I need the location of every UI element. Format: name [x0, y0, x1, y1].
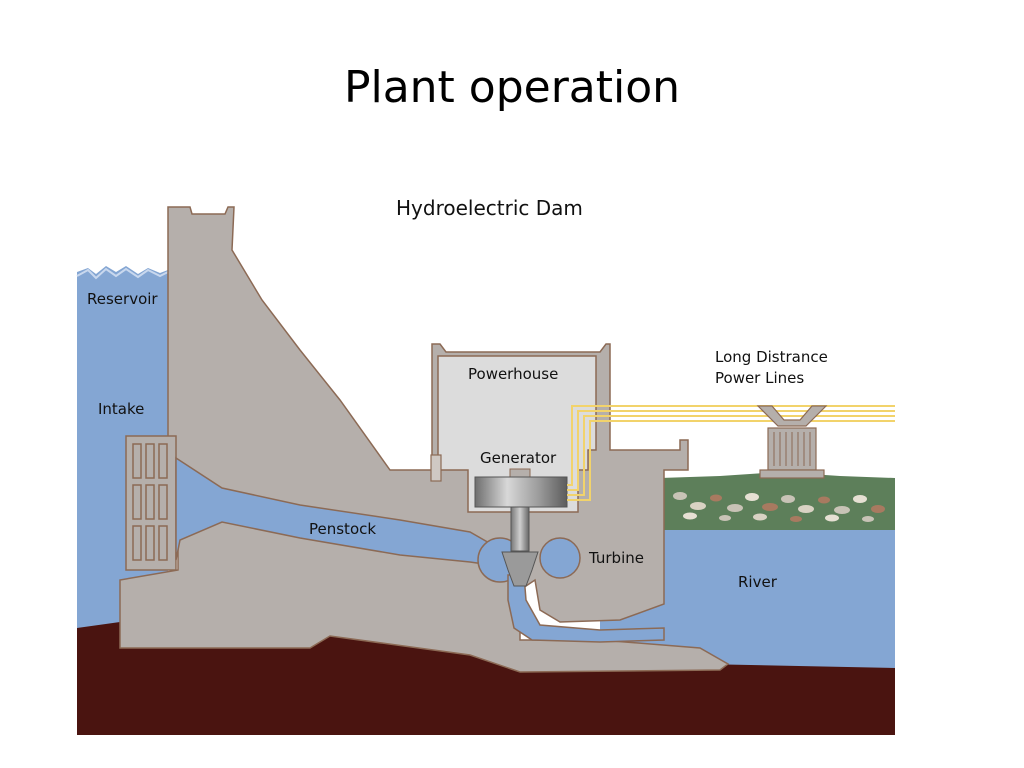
label-turbine: Turbine — [588, 549, 644, 567]
label-penstock: Penstock — [309, 520, 376, 538]
transformer-icon — [756, 405, 828, 479]
generator — [474, 476, 568, 508]
reservoir-waves — [76, 267, 169, 280]
riverbank-stones — [673, 492, 885, 522]
ground — [77, 622, 895, 735]
label-power-lines-2: Power Lines — [715, 369, 804, 387]
intake-grates — [132, 443, 168, 561]
diagram-caption: Hydroelectric Dam — [396, 196, 583, 220]
powerhouse-door — [430, 454, 442, 482]
turbine-runner — [501, 551, 539, 587]
generator-shaft — [510, 506, 530, 552]
turbine-scroll-right — [539, 537, 581, 579]
label-river: River — [738, 573, 778, 591]
generator-cap — [509, 468, 531, 478]
label-generator: Generator — [480, 449, 557, 467]
power-lines — [567, 405, 895, 501]
label-powerhouse: Powerhouse — [468, 365, 558, 383]
label-intake: Intake — [98, 400, 144, 418]
dam-body — [119, 206, 730, 673]
label-power-lines-1: Long Distrance — [715, 348, 828, 366]
slide-title: Plant operation — [343, 62, 681, 113]
label-reservoir: Reservoir — [87, 290, 158, 308]
